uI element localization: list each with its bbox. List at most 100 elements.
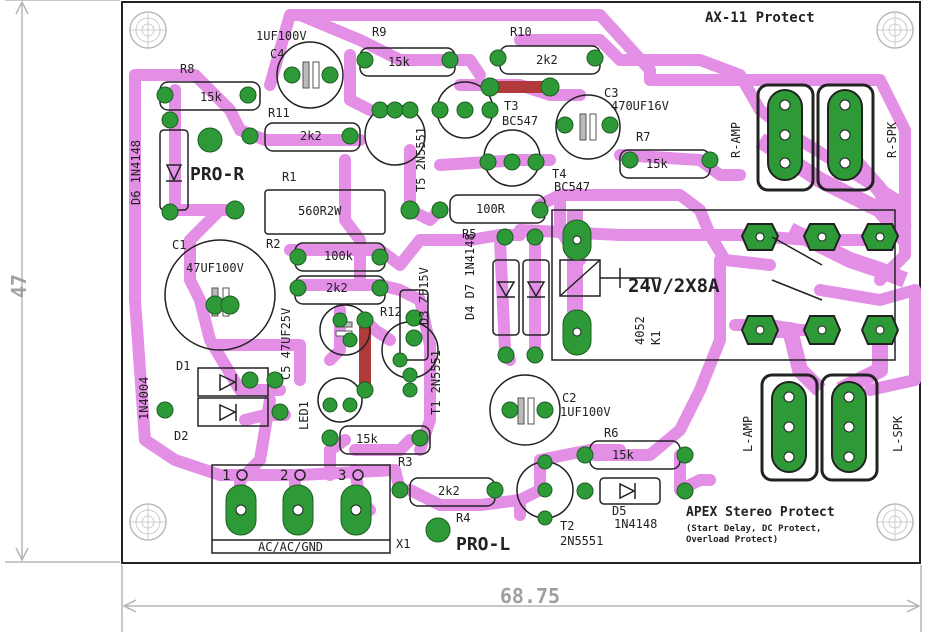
r-spk-label: R-SPK — [885, 121, 899, 158]
r9-ref: R9 — [372, 25, 386, 39]
r4-ref: R4 — [456, 511, 470, 525]
resistor-r3-outline — [339, 425, 431, 455]
diode-d4-outline — [492, 259, 520, 336]
d5-value: 1N4148 — [614, 517, 657, 531]
c4-ref: C4 — [270, 47, 284, 61]
r6-value: 15k — [612, 448, 634, 462]
t5-label: T5 2N5551 — [414, 127, 428, 192]
r8-ref: R8 — [180, 62, 194, 76]
r5-value: 100R — [476, 202, 506, 216]
d4-d7-label: D4 D7 1N4148 — [463, 233, 477, 320]
d3-label: D3 ZF15V — [417, 267, 431, 325]
connector-lspk-outline — [820, 373, 879, 482]
r7-ref: R7 — [636, 130, 650, 144]
capacitor-c4-outline — [276, 41, 344, 109]
x1-label: X1 — [396, 537, 410, 551]
mounting-hole-tl — [129, 11, 167, 49]
r3-ref: R3 — [398, 455, 412, 469]
c1-ref: C1 — [172, 238, 186, 252]
relay-ref: K1 — [649, 331, 663, 345]
c2-ref: C2 — [562, 391, 576, 405]
mounting-hole-tr — [876, 11, 914, 49]
terminal-pad-holes — [235, 99, 885, 516]
led1-outline — [317, 377, 363, 423]
r4-value: 2k2 — [438, 484, 460, 498]
r2-ref: R2 — [266, 237, 280, 251]
t2-ref: T2 — [560, 519, 574, 533]
capacitor-c3-outline — [555, 94, 621, 160]
r11-value: 2k2 — [300, 129, 322, 143]
x1-pin-2: 2 — [280, 468, 288, 484]
r12-ref: R12 — [380, 305, 402, 319]
r10-value: 2k2 — [536, 53, 558, 67]
x1-pin-3: 3 — [338, 468, 346, 484]
d1-d2-value: 1N4004 — [137, 377, 151, 420]
pro-r-label: PRO-R — [190, 164, 244, 185]
r10-ref: R10 — [510, 25, 532, 39]
c3-ref: C3 — [604, 86, 618, 100]
product-name: APEX Stereo Protect — [686, 505, 835, 520]
c5-label: C5 47UF25V — [279, 308, 293, 380]
diode-d7-outline — [522, 259, 550, 336]
jumper-wires — [359, 81, 556, 396]
r5-ref: R5 — [462, 227, 476, 241]
product-desc-2: Overload Protect) — [686, 535, 778, 545]
r-amp-label: R-AMP — [729, 122, 743, 158]
r1-value: 560R2W — [298, 204, 342, 218]
x1-desc: AC/AC/GND — [258, 540, 323, 554]
l-amp-label: L-AMP — [741, 416, 755, 452]
connector-lamp-outline — [760, 373, 819, 482]
relay-rating: 24V/2X8A — [628, 275, 720, 297]
r9-value: 15k — [388, 55, 410, 69]
d6-label: D6 1N4148 — [129, 140, 143, 205]
connector-x1-outline — [211, 464, 391, 554]
d1-ref: D1 — [176, 359, 190, 373]
t1-label: T1 2N5551 — [429, 350, 443, 415]
relay-k1-outline — [551, 209, 896, 361]
diode-symbols — [165, 164, 823, 500]
r7-value: 15k — [646, 157, 668, 171]
c2-value: 1UF100V — [560, 405, 611, 419]
r12-value: 2k2 — [326, 281, 348, 295]
diode-d5-outline — [599, 477, 661, 505]
relay-part: 4052 — [633, 316, 647, 345]
t3-ref: T3 — [504, 99, 518, 113]
capacitor-c2-outline — [489, 374, 561, 446]
led1-ref: LED1 — [297, 401, 311, 430]
height-dimension: 47 — [7, 274, 31, 298]
d2-ref: D2 — [174, 429, 188, 443]
t2-value: 2N5551 — [560, 534, 603, 548]
t3-value: BC547 — [502, 114, 538, 128]
connector-rspk-outline — [816, 83, 875, 192]
t4-ref: T4 — [552, 167, 566, 181]
dimension-lines — [5, 0, 922, 632]
c1-value: 47UF100V — [186, 261, 244, 275]
diode-d3-outline — [399, 289, 429, 361]
x1-pin-1: 1 — [222, 468, 230, 484]
board-title: AX-11 Protect — [705, 10, 815, 26]
r6-ref: R6 — [604, 426, 618, 440]
r2-value: 100k — [324, 249, 354, 263]
mounting-hole-br — [876, 503, 914, 541]
r8-value: 15k — [200, 90, 222, 104]
capacitor-c1-outline — [164, 239, 276, 351]
diode-d2-outline — [197, 397, 269, 427]
r11-ref: R11 — [268, 106, 290, 120]
resistor-r1-outline — [264, 189, 386, 235]
t4-value: BC547 — [554, 180, 590, 194]
l-spk-label: L-SPK — [891, 415, 905, 452]
resistor-r11-outline — [264, 122, 361, 152]
width-dimension: 68.75 — [500, 584, 560, 608]
d5-ref: D5 — [612, 504, 626, 518]
product-desc-1: (Start Delay, DC Protect, — [686, 524, 821, 534]
c4-value: 1UF100V — [256, 29, 307, 43]
pro-l-label: PRO-L — [456, 534, 510, 555]
connector-x1-index — [212, 469, 390, 541]
capacitor-c5-outline — [319, 304, 371, 356]
r1-ref: R1 — [282, 170, 296, 184]
mounting-hole-bl — [129, 503, 167, 541]
c3-value: 470UF16V — [611, 99, 669, 113]
connector-ramp-outline — [756, 83, 815, 192]
r3-value: 15k — [356, 432, 378, 446]
